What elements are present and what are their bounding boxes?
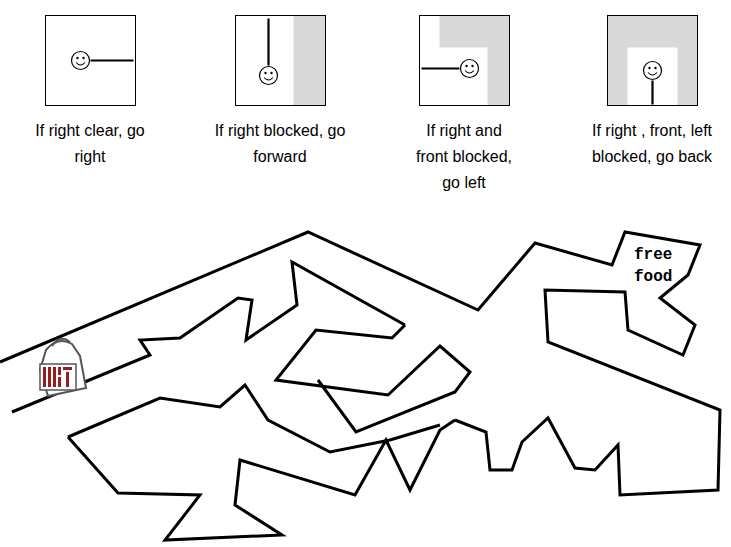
maze-wall — [276, 325, 470, 432]
backpack-icon — [40, 339, 86, 396]
maze-wall — [68, 420, 455, 540]
rule-caption: If right blocked, go forward — [214, 118, 346, 170]
rule-caption: If right and front blocked, go left — [408, 118, 520, 196]
rule-square — [419, 15, 510, 106]
rule-caption: If right clear, go right — [31, 118, 149, 170]
maze-wall — [0, 232, 720, 495]
rule-square — [235, 15, 326, 106]
rule-caption: If right , front, left blocked, go back — [590, 118, 714, 170]
rule-square — [607, 15, 698, 106]
rule-box: If right , front, left blocked, go back — [590, 15, 714, 170]
rule-box: If right blocked, go forward — [214, 15, 346, 170]
rule-square — [45, 15, 136, 106]
rule-box: If right clear, go right — [31, 15, 149, 170]
rule-box: If right and front blocked, go left — [408, 15, 520, 196]
goal-label: free food — [634, 244, 686, 288]
